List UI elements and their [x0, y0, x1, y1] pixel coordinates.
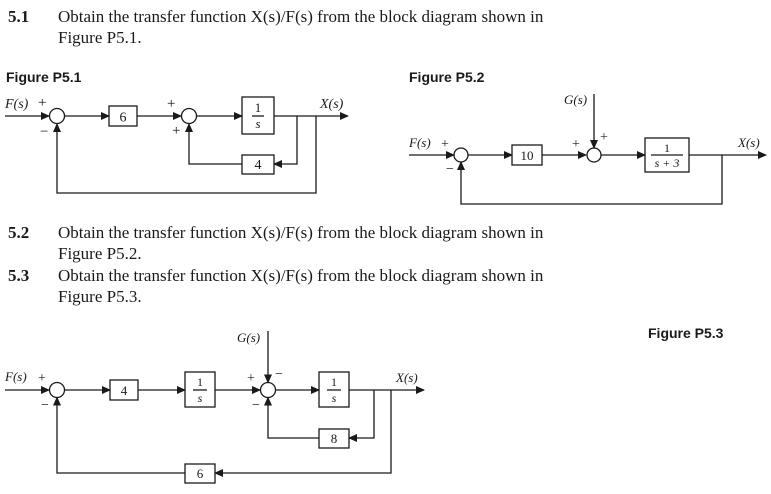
- block-gain-label: 4: [121, 383, 128, 398]
- summing-junction-1: [48, 381, 66, 399]
- block-gain-label: 6: [120, 111, 127, 126]
- problem-text-line1: Obtain the transfer function X(s)/F(s) f…: [58, 7, 544, 26]
- problem-number: 5.3: [8, 266, 30, 285]
- outer-feedback-path: [214, 390, 392, 477]
- block-integrator-den: s: [255, 116, 260, 131]
- outer-feedback-path: [53, 116, 317, 194]
- figure-p5-2-title: Figure P5.2: [409, 69, 485, 85]
- block-integrator-2-den: s: [332, 391, 337, 405]
- summing-junction-2: [586, 147, 602, 163]
- output-label: X(s): [737, 135, 760, 150]
- problem-text-line2: Figure P5.2.: [58, 244, 142, 263]
- figure-p5-3-title: Figure P5.3: [648, 325, 724, 341]
- feedback-path: [457, 155, 723, 205]
- input-label: F(s): [4, 97, 29, 112]
- block-plant-num: 1: [664, 141, 670, 155]
- input-label: F(s): [4, 369, 27, 384]
- problem-text-line1: Obtain the transfer function X(s)/F(s) f…: [58, 266, 544, 285]
- output-label: X(s): [319, 97, 344, 112]
- problem-text-line1: Obtain the transfer function X(s)/F(s) f…: [58, 223, 544, 242]
- block-outer-feedback-label: 6: [197, 466, 204, 481]
- figure-p5-3-diagram: F(s) + − 4 1 s + G(s) − − 1 s X(s) 8 6: [4, 330, 425, 484]
- sign-minus: −: [252, 398, 260, 413]
- sign-plus: +: [600, 130, 608, 145]
- output-label: X(s): [395, 370, 418, 385]
- block-plant-den: s + 3: [655, 156, 680, 170]
- inner-feedback-return: [264, 396, 319, 439]
- inner-feedback-path: [273, 116, 298, 168]
- summing-junction-1: [453, 147, 469, 163]
- figure-p5-1-title: Figure P5.1: [6, 69, 82, 85]
- sign-plus: +: [167, 96, 175, 112]
- inner-feedback-return: [185, 123, 242, 165]
- input-label: F(s): [408, 135, 431, 150]
- problem-text-line2: Figure P5.3.: [58, 287, 142, 306]
- block-gain-label: 10: [521, 148, 534, 163]
- block-integrator-1-num: 1: [197, 375, 203, 389]
- sign-minus: −: [41, 398, 49, 413]
- sign-minus: −: [275, 367, 283, 382]
- sign-plus: +: [441, 137, 449, 152]
- sign-minus: −: [446, 162, 454, 177]
- disturbance-label: G(s): [237, 330, 260, 345]
- sign-minus: −: [40, 124, 48, 140]
- block-integrator-num: 1: [255, 100, 262, 115]
- sign-plus: +: [38, 371, 46, 386]
- problem-number: 5.1: [8, 7, 30, 26]
- figure-p5-1-diagram: F(s) + − 6 + + 1 s X(s) 4: [4, 95, 349, 194]
- summing-junction-2: [180, 107, 198, 125]
- block-feedback-label: 4: [255, 158, 262, 173]
- sign-plus: +: [247, 371, 255, 386]
- summing-junction-1: [48, 107, 66, 125]
- block-inner-feedback-label: 8: [331, 431, 338, 446]
- problem-number: 5.2: [8, 223, 30, 242]
- block-integrator-2-num: 1: [331, 375, 337, 389]
- inner-feedback-path: [348, 390, 375, 442]
- sign-plus: +: [38, 95, 46, 111]
- outer-feedback-return: [53, 396, 185, 474]
- sign-plus: +: [172, 123, 180, 139]
- disturbance-label: G(s): [564, 92, 587, 107]
- figure-p5-2-diagram: F(s) + − 10 + G(s) + 1 s + 3 X(s): [408, 92, 767, 205]
- sign-plus: +: [572, 137, 580, 152]
- summing-junction-2: [259, 381, 277, 399]
- block-integrator-1-den: s: [198, 391, 203, 405]
- problem-text-line2: Figure P5.1.: [58, 28, 142, 47]
